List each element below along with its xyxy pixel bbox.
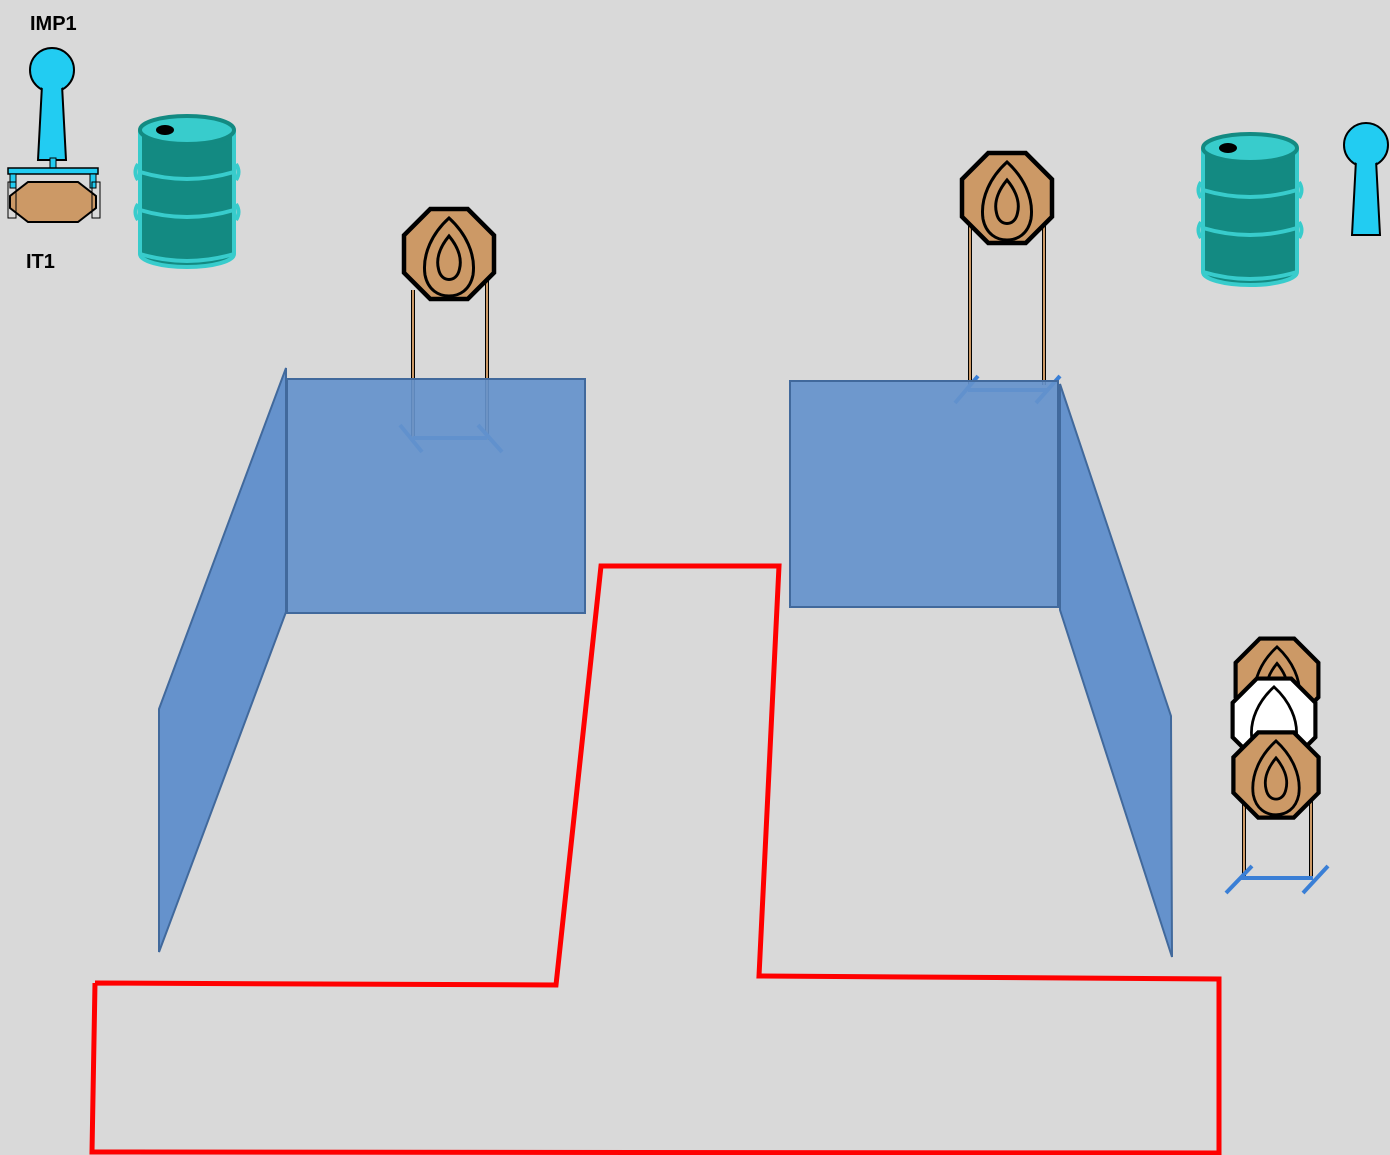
activator-target-label: IT1 <box>26 251 55 273</box>
wall-icon <box>789 380 1173 958</box>
steel-target-icon <box>962 153 1052 243</box>
barrel-icon <box>1196 132 1304 287</box>
popper-label: IMP1 <box>30 13 77 35</box>
target-stand-icon <box>1224 800 1330 895</box>
wall-icon <box>158 367 586 953</box>
steel-target-icon <box>404 209 494 299</box>
activator-target-icon <box>7 167 101 223</box>
popper-icon <box>1343 122 1389 236</box>
fault-line <box>89 563 1222 1155</box>
barrel-icon <box>133 114 241 269</box>
popper-icon <box>29 47 75 171</box>
steel-target-icon <box>1233 732 1318 817</box>
